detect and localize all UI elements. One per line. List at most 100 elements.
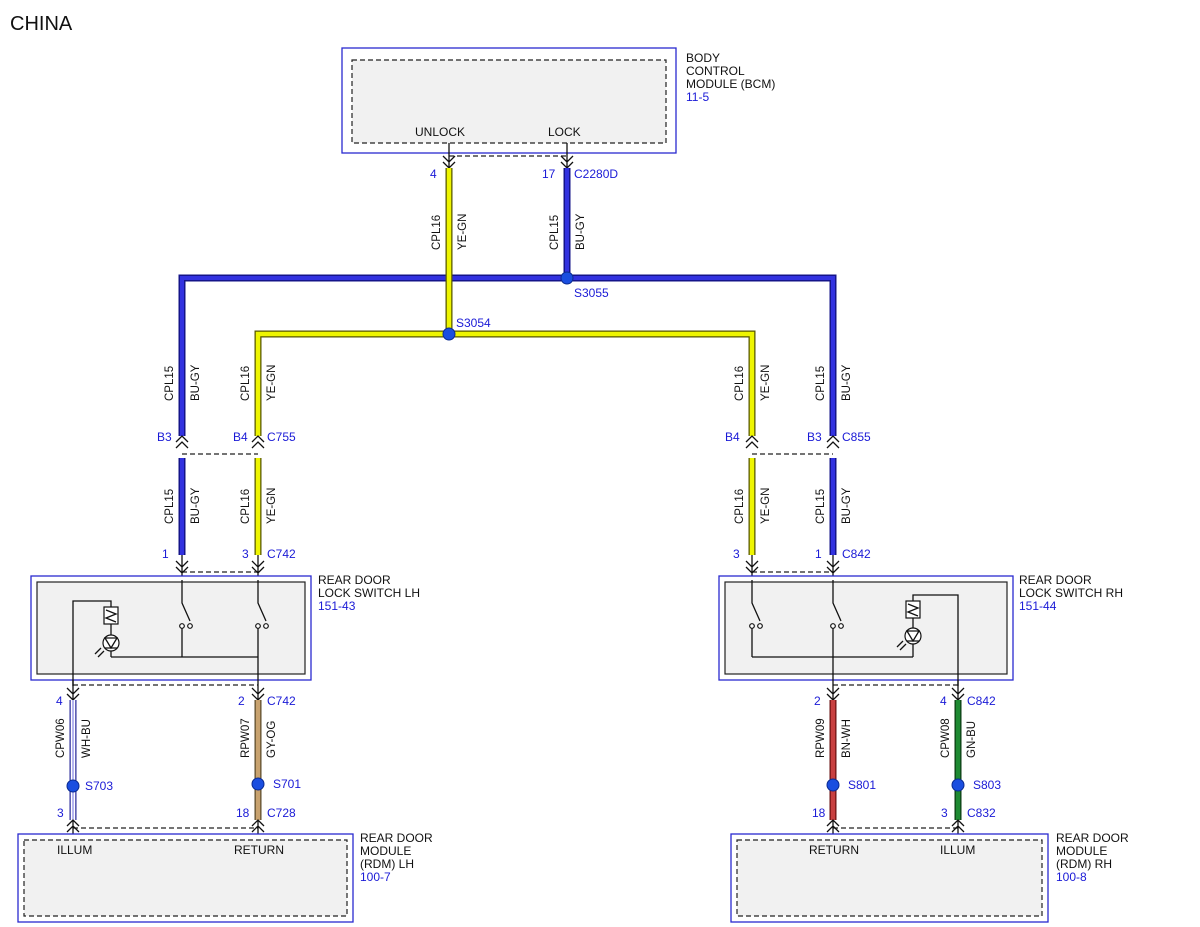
connector-c742-bottom: 4 2 C742 — [56, 657, 296, 708]
rear-door-lock-switch-lh: REAR DOOR LOCK SWITCH LH 151-43 — [30, 573, 420, 686]
wire-label-bugy-rh-lower: BU-GY — [841, 487, 853, 524]
rdm-lh-name-2: MODULE — [360, 844, 411, 858]
switch-lh-name-2: LOCK SWITCH LH — [318, 586, 420, 600]
bcm-pin-unlock: UNLOCK — [415, 125, 465, 139]
rdm-rh-name-3: (RDM) RH — [1056, 857, 1112, 871]
pin-4-lh-bottom: 4 — [56, 694, 63, 708]
wire-label-gyog: GY-OG — [266, 721, 278, 758]
rdm-rh-name-2: MODULE — [1056, 844, 1107, 858]
wire-label-yegn-rh-lower: YE-GN — [760, 488, 772, 524]
rdm-rh-name-1: REAR DOOR — [1056, 831, 1129, 845]
connector-c742-top-label: C742 — [267, 547, 296, 561]
pin-b4-lh: B4 — [233, 430, 248, 444]
bcm-name-line-2: CONTROL — [686, 64, 745, 78]
wire-label-cpl16-rh-upper: CPL16 — [734, 366, 746, 401]
switch-rh-name-2: LOCK SWITCH RH — [1019, 586, 1123, 600]
splice-s701 — [251, 777, 265, 791]
switch-lh-ref: 151-43 — [318, 599, 356, 613]
splice-s803 — [951, 778, 965, 792]
rear-door-lock-switch-rh: REAR DOOR LOCK SWITCH RH 151-44 — [718, 573, 1123, 686]
pin-18-rdm-rh: 18 — [812, 806, 826, 820]
connector-c832-label: C832 — [967, 806, 996, 820]
splice-s3055-label: S3055 — [574, 286, 609, 300]
connector-c832: 18 3 C832 — [812, 806, 996, 840]
wire-label-bugy-lh-upper: BU-GY — [190, 364, 202, 401]
wire-labels-bottom: CPW06 WH-BU RPW07 GY-OG RPW09 BN-WH CPW0… — [55, 718, 978, 758]
pin-3-rh: 3 — [733, 547, 740, 561]
bcm-name-line-1: BODY — [686, 51, 720, 65]
wire-label-cpl15-rh-upper: CPL15 — [815, 366, 827, 401]
wire-label-cpl15-lh-lower: CPL15 — [164, 489, 176, 524]
wire-label-cpw08: CPW08 — [940, 718, 952, 758]
connector-c742-top: 1 3 C742 — [162, 547, 296, 580]
wire-label-gnbu: GN-BU — [966, 721, 978, 758]
connector-c842-top-label: C842 — [842, 547, 871, 561]
yellow-wire-group — [254, 168, 756, 555]
wire-labels-top: CPL16 YE-GN CPL15 BU-GY CPL15 BU-GY CPL1… — [164, 213, 853, 524]
rdm-rh-module: RETURN ILLUM REAR DOOR MODULE (RDM) RH 1… — [730, 831, 1129, 923]
bcm-connector: 4 17 C2280D — [430, 143, 618, 181]
bcm-connector-c2280d: C2280D — [574, 167, 618, 181]
wire-label-cpl16-lh-lower: CPL16 — [240, 489, 252, 524]
wire-label-bnwh: BN-WH — [841, 719, 853, 758]
splice-s801 — [826, 778, 840, 792]
splice-s803-label: S803 — [973, 778, 1001, 792]
wire-label-cpl16-rh-lower: CPL16 — [734, 489, 746, 524]
connector-c855: B4 B3 C855 — [725, 430, 871, 455]
pin-4-rh-bottom: 4 — [940, 694, 947, 708]
connector-c842-top: 3 1 C842 — [733, 547, 871, 580]
rdm-rh-pin-return: RETURN — [809, 843, 859, 857]
bcm-module: UNLOCK LOCK BODY CONTROL MODULE (BCM) 11… — [341, 47, 775, 154]
rdm-rh-pin-illum: ILLUM — [940, 843, 975, 857]
pin-b3-rh: B3 — [807, 430, 822, 444]
pin-2-rh-bottom: 2 — [814, 694, 821, 708]
wire-label-bugy-rh-upper: BU-GY — [841, 364, 853, 401]
pin-3-rdm-rh: 3 — [941, 806, 948, 820]
switch-rh-ref: 151-44 — [1019, 599, 1057, 613]
connector-c755-label: C755 — [267, 430, 296, 444]
wire-label-rpw09: RPW09 — [815, 718, 827, 758]
pin-1-lh: 1 — [162, 547, 169, 561]
pin-3-rdm-lh: 3 — [57, 806, 64, 820]
page-title: CHINA — [10, 13, 73, 35]
splice-s3054-label: S3054 — [456, 316, 491, 330]
connector-c755: B3 B4 C755 — [157, 430, 296, 455]
bcm-pin-lock: LOCK — [548, 125, 581, 139]
pin-3-lh: 3 — [242, 547, 249, 561]
connector-c728-label: C728 — [267, 806, 296, 820]
wire-label-yegn-lh-lower: YE-GN — [266, 488, 278, 524]
pin-b4-rh: B4 — [725, 430, 740, 444]
rdm-lh-module: ILLUM RETURN REAR DOOR MODULE (RDM) LH 1… — [17, 831, 433, 923]
pin-2-lh-bottom: 2 — [238, 694, 245, 708]
wire-label-cpl15-rh-lower: CPL15 — [815, 489, 827, 524]
wire-label-yegn-lh-upper: YE-GN — [266, 365, 278, 401]
wire-label-cpl16-lh-upper: CPL16 — [240, 366, 252, 401]
pin-18-rdm-lh: 18 — [236, 806, 250, 820]
splice-s703 — [66, 779, 80, 793]
wire-label-cpl15-lh-upper: CPL15 — [164, 366, 176, 401]
connector-c742-bottom-label: C742 — [267, 694, 296, 708]
wire-label-cpw06: CPW06 — [55, 718, 67, 758]
rdm-lh-name-1: REAR DOOR — [360, 831, 433, 845]
wire-label-yegn-rh-upper: YE-GN — [760, 365, 772, 401]
pin-1-rh: 1 — [815, 547, 822, 561]
lower-wire-group — [69, 700, 962, 820]
splice-s3055 — [560, 271, 574, 285]
switch-rh-name-1: REAR DOOR — [1019, 573, 1092, 587]
wire-label-bugy-lh-lower: BU-GY — [190, 487, 202, 524]
blue-wire-group — [178, 168, 837, 555]
bcm-ref: 11-5 — [686, 90, 709, 104]
rdm-lh-pin-return: RETURN — [234, 843, 284, 857]
rdm-rh-ref: 100-8 — [1056, 870, 1087, 884]
switch-lh-name-1: REAR DOOR — [318, 573, 391, 587]
bcm-pin-17: 17 — [542, 167, 556, 181]
connector-c842-bottom-label: C842 — [967, 694, 996, 708]
splice-s703-label: S703 — [85, 779, 113, 793]
wire-label-whbu: WH-BU — [81, 719, 93, 758]
rdm-lh-name-3: (RDM) LH — [360, 857, 414, 871]
splice-s701-label: S701 — [273, 777, 301, 791]
wire-label-cpl16-bcm: CPL16 — [431, 215, 443, 250]
bcm-pin-4: 4 — [430, 167, 437, 181]
connector-c842-bottom: 2 4 C842 — [814, 657, 996, 708]
